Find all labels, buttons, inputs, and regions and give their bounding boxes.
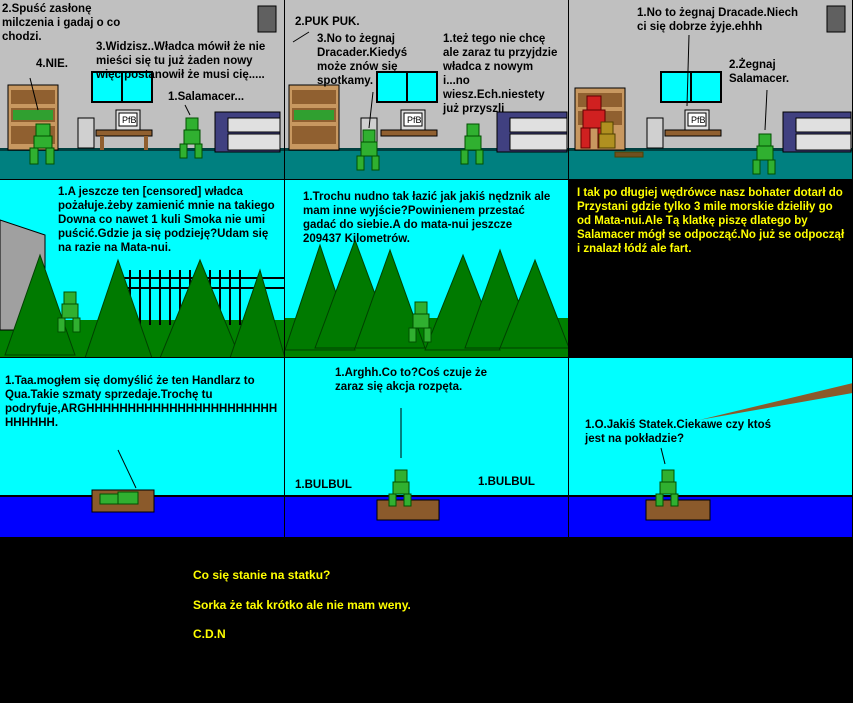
panel-3: 1.No to żegnaj Dracade.Niech ci się dobr…: [569, 0, 853, 180]
character-salamacer: [752, 133, 776, 175]
sea-scene: [569, 383, 852, 537]
speech-4: 1.Salamacer...: [168, 91, 245, 103]
narration: 1.Trochu nudno tak łazić jak jakiś nędzn…: [303, 191, 551, 245]
panel-4: 1.A jeszcze ten [censored] władca pożału…: [0, 180, 285, 358]
bed: [214, 111, 281, 153]
speech-1: 1.O.Jakiś Statek.Ciekawe czy ktoś jest n…: [585, 419, 772, 445]
bed: [496, 111, 568, 153]
forest-scene: [0, 219, 284, 357]
computer-desk: [77, 109, 153, 150]
panel-6: I tak po długiej wędrówce nasz bohater d…: [569, 180, 853, 358]
character-newcomer: [598, 121, 644, 158]
character-salamacer: [356, 129, 380, 171]
speech-1: 2.PUK PUK.: [295, 16, 360, 28]
speech-1: 1.No to żegnaj Dracade.Niech ci się dobr…: [637, 7, 799, 33]
narration: 1.A jeszcze ten [censored] władca pożału…: [58, 186, 275, 254]
character-dracader: [179, 117, 203, 159]
sound-effect-left: 1.BULBUL: [295, 479, 352, 491]
bookshelf: [288, 84, 340, 151]
speech-2: 4.NIE.: [36, 58, 68, 70]
speech-1: 1.Arghh.Co to?Coś czuje że zaraz się akc…: [335, 367, 488, 393]
panel-5: 1.Trochu nudno tak łazić jak jakiś nędzn…: [285, 180, 569, 358]
computer-desk: [646, 109, 722, 149]
trees: [4, 253, 284, 357]
bed: [782, 111, 852, 153]
window: [376, 71, 438, 103]
panel-1: 2.Spuść zasłonę milczenia i gadaj o co c…: [0, 0, 285, 180]
trees: [285, 238, 568, 351]
speech-1: 1.Taa.mogłem się domyślić że ten Handlar…: [5, 375, 278, 429]
speech-3: 3.Widzisz..Władca mówił że nie mieści si…: [96, 41, 266, 81]
character-salamacer-lying: [99, 491, 139, 505]
speech-2: 3.No to żegnaj Dracader.Kiedyś może znów…: [317, 33, 408, 87]
character-salamacer: [57, 291, 81, 333]
monitor-label: PfB: [407, 115, 422, 125]
monitor-label: PfB: [122, 115, 137, 125]
room-scene: [0, 5, 284, 179]
window: [660, 71, 722, 103]
panel-7: 1.Taa.mogłem się domyślić że ten Handlar…: [0, 358, 285, 538]
speech-2: 2.Żegnaj Salamacer.: [729, 59, 790, 85]
character-salamacer: [388, 469, 412, 507]
panel-2: 2.PUK PUK. 3.No to żegnaj Dracader.Kiedy…: [285, 0, 569, 180]
sea-scene: [285, 408, 568, 537]
footer-line-1: Co się stanie na statku?: [193, 568, 331, 582]
character-salamacer: [408, 301, 432, 343]
sound-effect-right: 1.BULBUL: [478, 476, 535, 488]
monitor-label: PfB: [691, 115, 706, 125]
character-red-ruler: [580, 95, 608, 149]
character-dracader: [460, 123, 484, 165]
room-scene: [285, 31, 568, 179]
character-salamacer: [655, 469, 679, 507]
footer-line-2: Sorka że tak krótko ale nie mam weny.: [193, 598, 411, 612]
ship-silhouette: [699, 383, 852, 420]
sea-scene: [0, 449, 284, 537]
forest-scene: [285, 238, 568, 357]
footer-line-3: C.D.N: [193, 627, 226, 641]
panel-9: 1.O.Jakiś Statek.Ciekawe czy ktoś jest n…: [569, 358, 853, 538]
speech-1: 2.Spuść zasłonę milczenia i gadaj o co c…: [2, 3, 121, 43]
speech-3: 1.też tego nie chcę ale zaraz tu przyjdz…: [443, 33, 558, 115]
narration: I tak po długiej wędrówce nasz bohater d…: [577, 187, 845, 255]
room-scene: [569, 5, 852, 179]
window: [91, 71, 153, 103]
panel-8: 1.Arghh.Co to?Coś czuje że zaraz się akc…: [285, 358, 569, 538]
character-salamacer: [29, 123, 55, 165]
